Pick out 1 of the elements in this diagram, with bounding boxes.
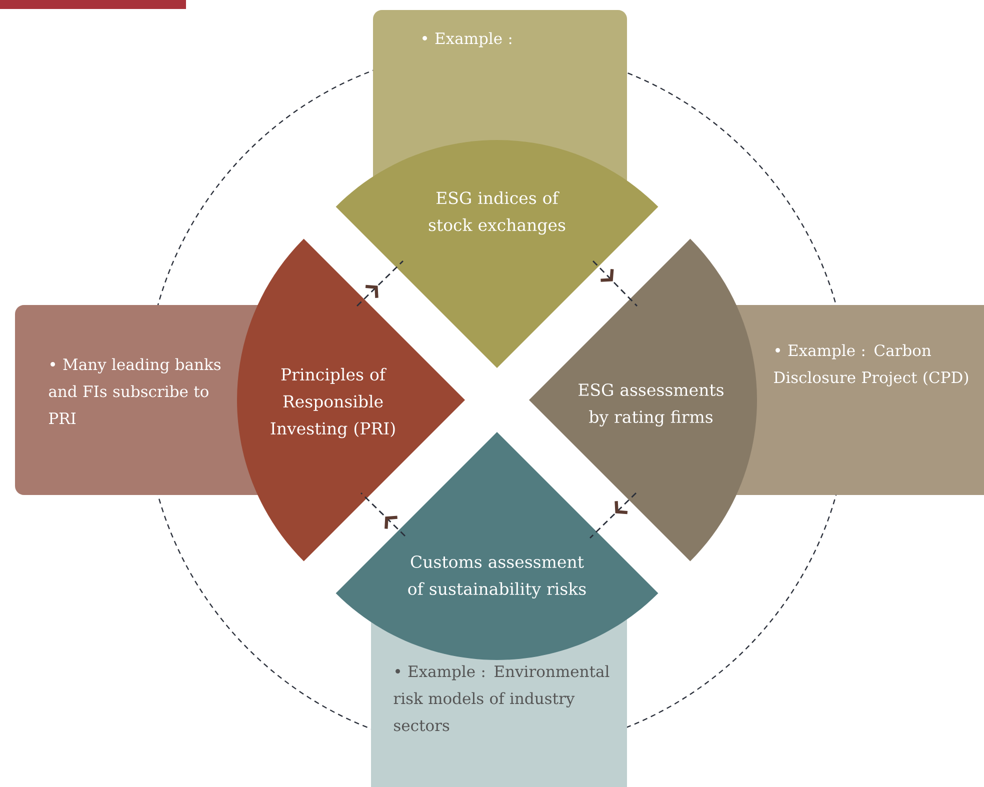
sector-wedge: ESG indices of stock exchanges [336,140,658,368]
